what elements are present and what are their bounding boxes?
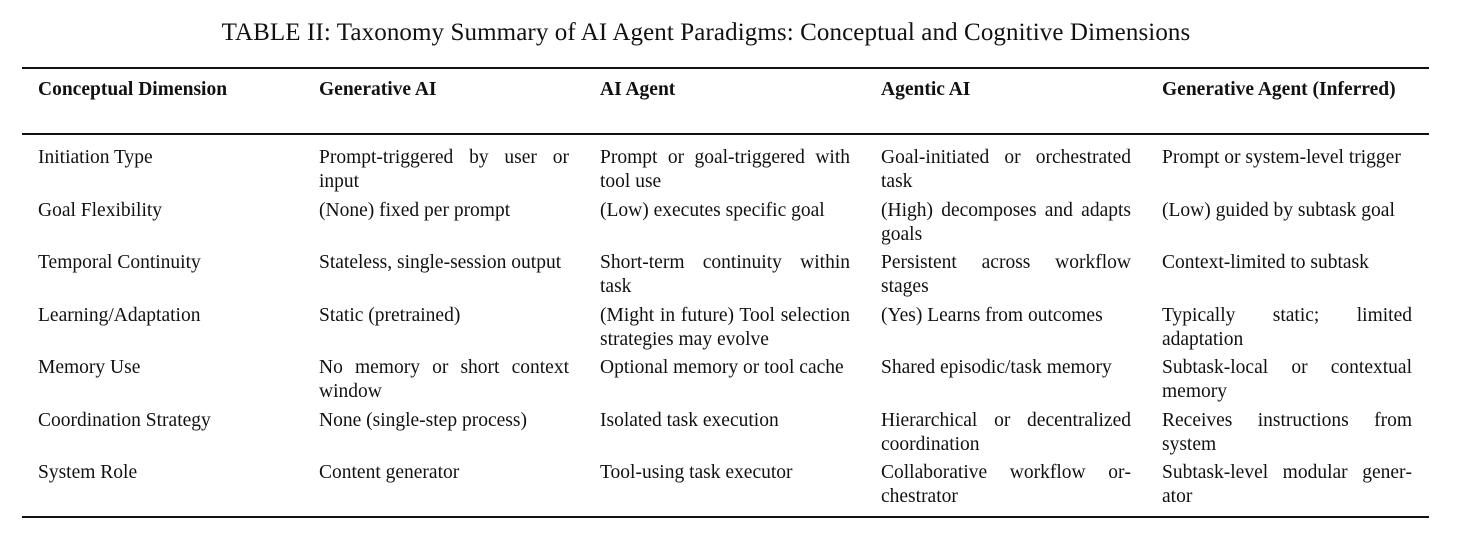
column-header: Generative AI [319, 79, 437, 100]
table-row: Initiation Type Prompt-triggered by user… [38, 146, 1412, 199]
table-cell: (Low) guided by subtask goal [1162, 199, 1395, 221]
column-header: AI Agent [600, 79, 676, 100]
table-cell: (Low) executes specific goal [600, 199, 825, 221]
table-cell: (High) decomposes and adapts goals [881, 199, 1131, 245]
table-cell: Static (pretrained) [319, 304, 461, 326]
table-cell: Memory Use [38, 357, 141, 378]
table-cell: Prompt-triggered by user or input [319, 147, 569, 192]
table-cell: Initiation Type [38, 147, 153, 168]
table-row: Temporal Continuity Stateless, single-se… [38, 251, 1412, 304]
table-cell: (Yes) Learns from outcomes [881, 304, 1103, 326]
table-cell: Short-term continuity within task [600, 252, 850, 297]
table-row: System Role Content generator Tool-using… [38, 461, 1412, 514]
table-cell: Optional memory or tool cache [600, 357, 844, 378]
table-cell: No memory or short context window [319, 357, 569, 402]
table-cell: Goal Flexibility [38, 199, 163, 221]
table-header-row: Conceptual Dimension Generative AI AI Ag… [38, 78, 1412, 133]
table-cell: System Role [38, 462, 138, 483]
table-cell: Content generator [319, 462, 460, 483]
table-cell: (Might in future) Tool selec­tion strate… [600, 304, 850, 350]
table-cell: Receives instructions from system [1162, 409, 1412, 455]
top-rule [22, 67, 1429, 69]
table-cell: Collaborative workflow or­chestrator [881, 462, 1131, 507]
bottom-rule [22, 516, 1429, 518]
table-cell: Coordination Strategy [38, 409, 211, 431]
table-cell: Goal-initiated or orchestrated task [881, 147, 1131, 192]
header-rule [22, 133, 1429, 135]
column-header: Agentic AI [881, 79, 971, 100]
table-cell: Tool-using task executor [600, 462, 793, 483]
table-cell: None (single-step process) [319, 409, 527, 431]
table-cell: Persistent across workflow stages [881, 252, 1131, 297]
table-cell: Stateless, single-session out­put [319, 252, 562, 273]
table-cell: Prompt or goal-triggered with tool use [600, 147, 850, 192]
table-cell: (None) fixed per prompt [319, 199, 511, 221]
column-header: Conceptual Dimension [38, 79, 228, 100]
column-header: Generative Agent (Inferred) [1162, 79, 1396, 100]
table-row: Coordination Strategy None (single-step … [38, 409, 1412, 462]
table-caption: TABLE II: Taxonomy Summary of AI Agent P… [221, 19, 1191, 46]
table-cell: Learning/Adaptation [38, 304, 201, 326]
taxonomy-table: Conceptual Dimension Generative AI AI Ag… [38, 78, 1412, 514]
table-cell: Hierarchical or decentralized coordinati… [881, 409, 1131, 455]
table-cell: Subtask-level modular gener­ator [1162, 462, 1412, 507]
table-cell: Temporal Continuity [38, 252, 201, 273]
table-cell: Subtask-local or contextual memory [1162, 357, 1412, 402]
table-row: Memory Use No memory or short context wi… [38, 356, 1412, 409]
table-row: Learning/Adaptation Static (pretrained) … [38, 304, 1412, 357]
table-row: Goal Flexibility (None) fixed per prompt… [38, 199, 1412, 252]
table-cell: Context-limited to subtask [1162, 252, 1369, 273]
table-cell: Shared episodic/task mem­ory [881, 357, 1112, 378]
table-cell: Typically static; limited adaptation [1162, 304, 1412, 350]
table-cell: Isolated task execution [600, 409, 779, 431]
table-cell: Prompt or system-level trig­ger [1162, 147, 1401, 168]
